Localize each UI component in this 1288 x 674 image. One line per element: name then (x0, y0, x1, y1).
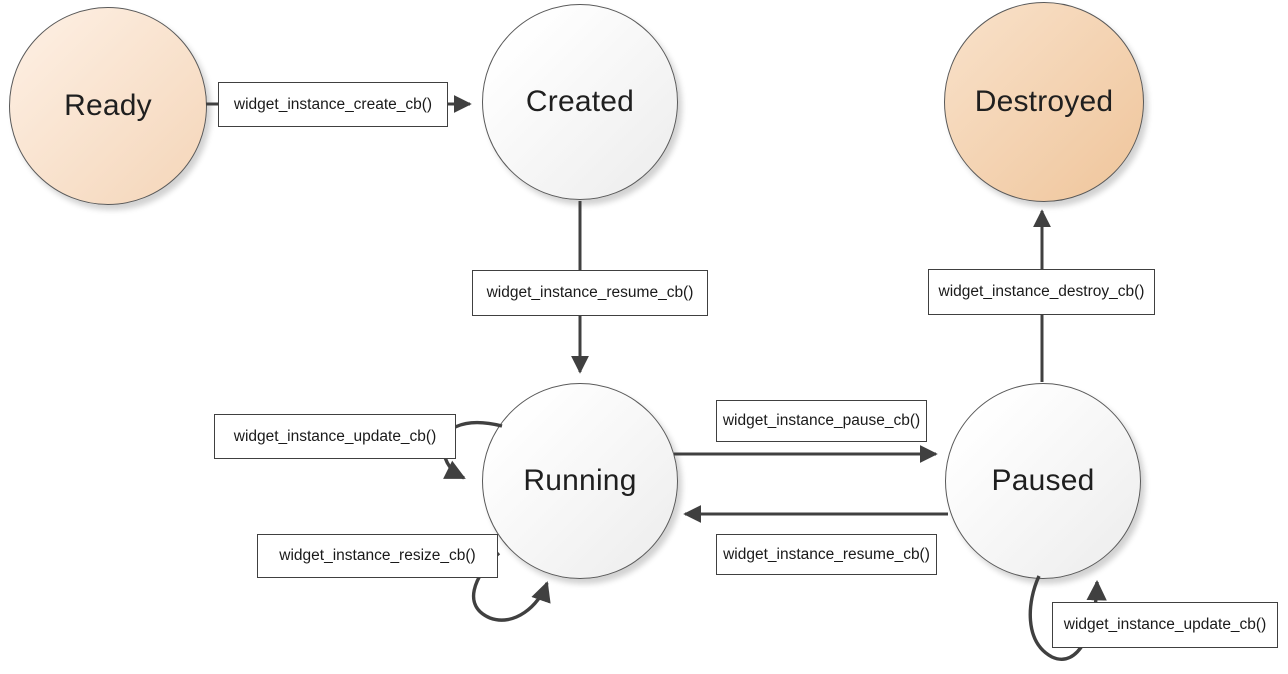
state-paused-label: Paused (991, 464, 1095, 497)
state-created-label: Created (525, 85, 635, 118)
state-destroyed-label: Destroyed (974, 85, 1114, 118)
state-paused: Paused (945, 383, 1141, 579)
state-created: Created (482, 4, 678, 200)
state-destroyed: Destroyed (944, 2, 1144, 202)
transition-label-resume-paused: widget_instance_resume_cb() (716, 534, 937, 575)
state-running: Running (482, 383, 678, 579)
transition-label-resize: widget_instance_resize_cb() (257, 534, 498, 578)
transition-label-update-paused: widget_instance_update_cb() (1052, 602, 1278, 648)
transition-label-update-running: widget_instance_update_cb() (214, 414, 456, 459)
state-running-label: Running (523, 464, 637, 497)
transition-label-pause: widget_instance_pause_cb() (716, 400, 927, 442)
transition-label-resume-created: widget_instance_resume_cb() (472, 270, 708, 316)
transition-label-create: widget_instance_create_cb() (218, 82, 448, 127)
state-ready: Ready (9, 7, 207, 205)
state-ready-label: Ready (64, 89, 152, 122)
transition-label-destroy: widget_instance_destroy_cb() (928, 269, 1155, 315)
